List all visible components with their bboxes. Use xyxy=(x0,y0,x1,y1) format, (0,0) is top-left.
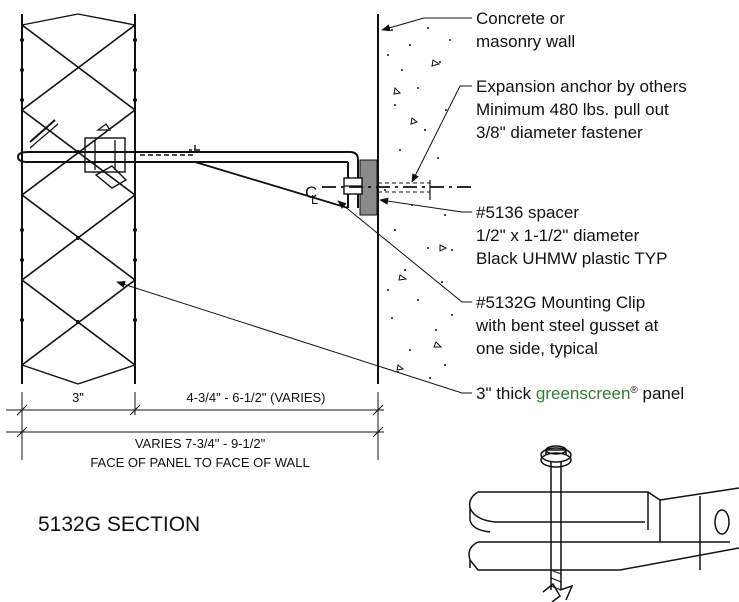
dimension-lines xyxy=(6,392,384,460)
dim-total-note: FACE OF PANEL TO FACE OF WALL xyxy=(90,455,309,470)
label-panel-pre: 3" thick xyxy=(476,384,536,403)
label-panel-post: panel xyxy=(638,384,684,403)
section-title: 5132G SECTION xyxy=(38,513,200,536)
greenscreen-panel-section xyxy=(20,13,137,385)
label-panel: 3" thick greenscreen® panel xyxy=(476,384,684,403)
label-panel-brand: greenscreen xyxy=(536,384,631,403)
label-clip-line1: #5132G Mounting Clip xyxy=(476,293,645,312)
centerline-symbol-sub: L xyxy=(311,192,318,207)
dim-total: VARIES 7-3/4" - 9-1/2" xyxy=(135,436,266,451)
label-clip-line2: with bent steel gusset at xyxy=(475,316,659,335)
label-concrete-line2: masonry wall xyxy=(476,32,575,51)
label-anchor-line1: Expansion anchor by others xyxy=(476,77,687,96)
label-anchor-line3: 3/8" diameter fastener xyxy=(476,123,643,142)
label-anchor-line2: Minimum 480 lbs. pull out xyxy=(476,100,669,119)
concrete-wall xyxy=(377,14,453,384)
label-clip-line3: one side, typical xyxy=(476,339,598,358)
label-spacer-line3: Black UHMW plastic TYP xyxy=(476,249,667,268)
label-spacer-line2: 1/2" x 1-1/2" diameter xyxy=(476,226,640,245)
clip-isometric-detail xyxy=(468,445,739,602)
label-panel-reg: ® xyxy=(630,385,638,396)
dim-gap: 4-3/4" - 6-1/2" (VARIES) xyxy=(186,390,325,405)
centerline-symbol: C xyxy=(305,183,317,202)
label-concrete-line1: Concrete or xyxy=(476,9,565,28)
leader-lines xyxy=(116,17,472,394)
dim-panel-width: 3" xyxy=(72,390,84,405)
label-spacer-line1: #5136 spacer xyxy=(476,203,579,222)
spacer-and-anchor xyxy=(322,159,476,216)
